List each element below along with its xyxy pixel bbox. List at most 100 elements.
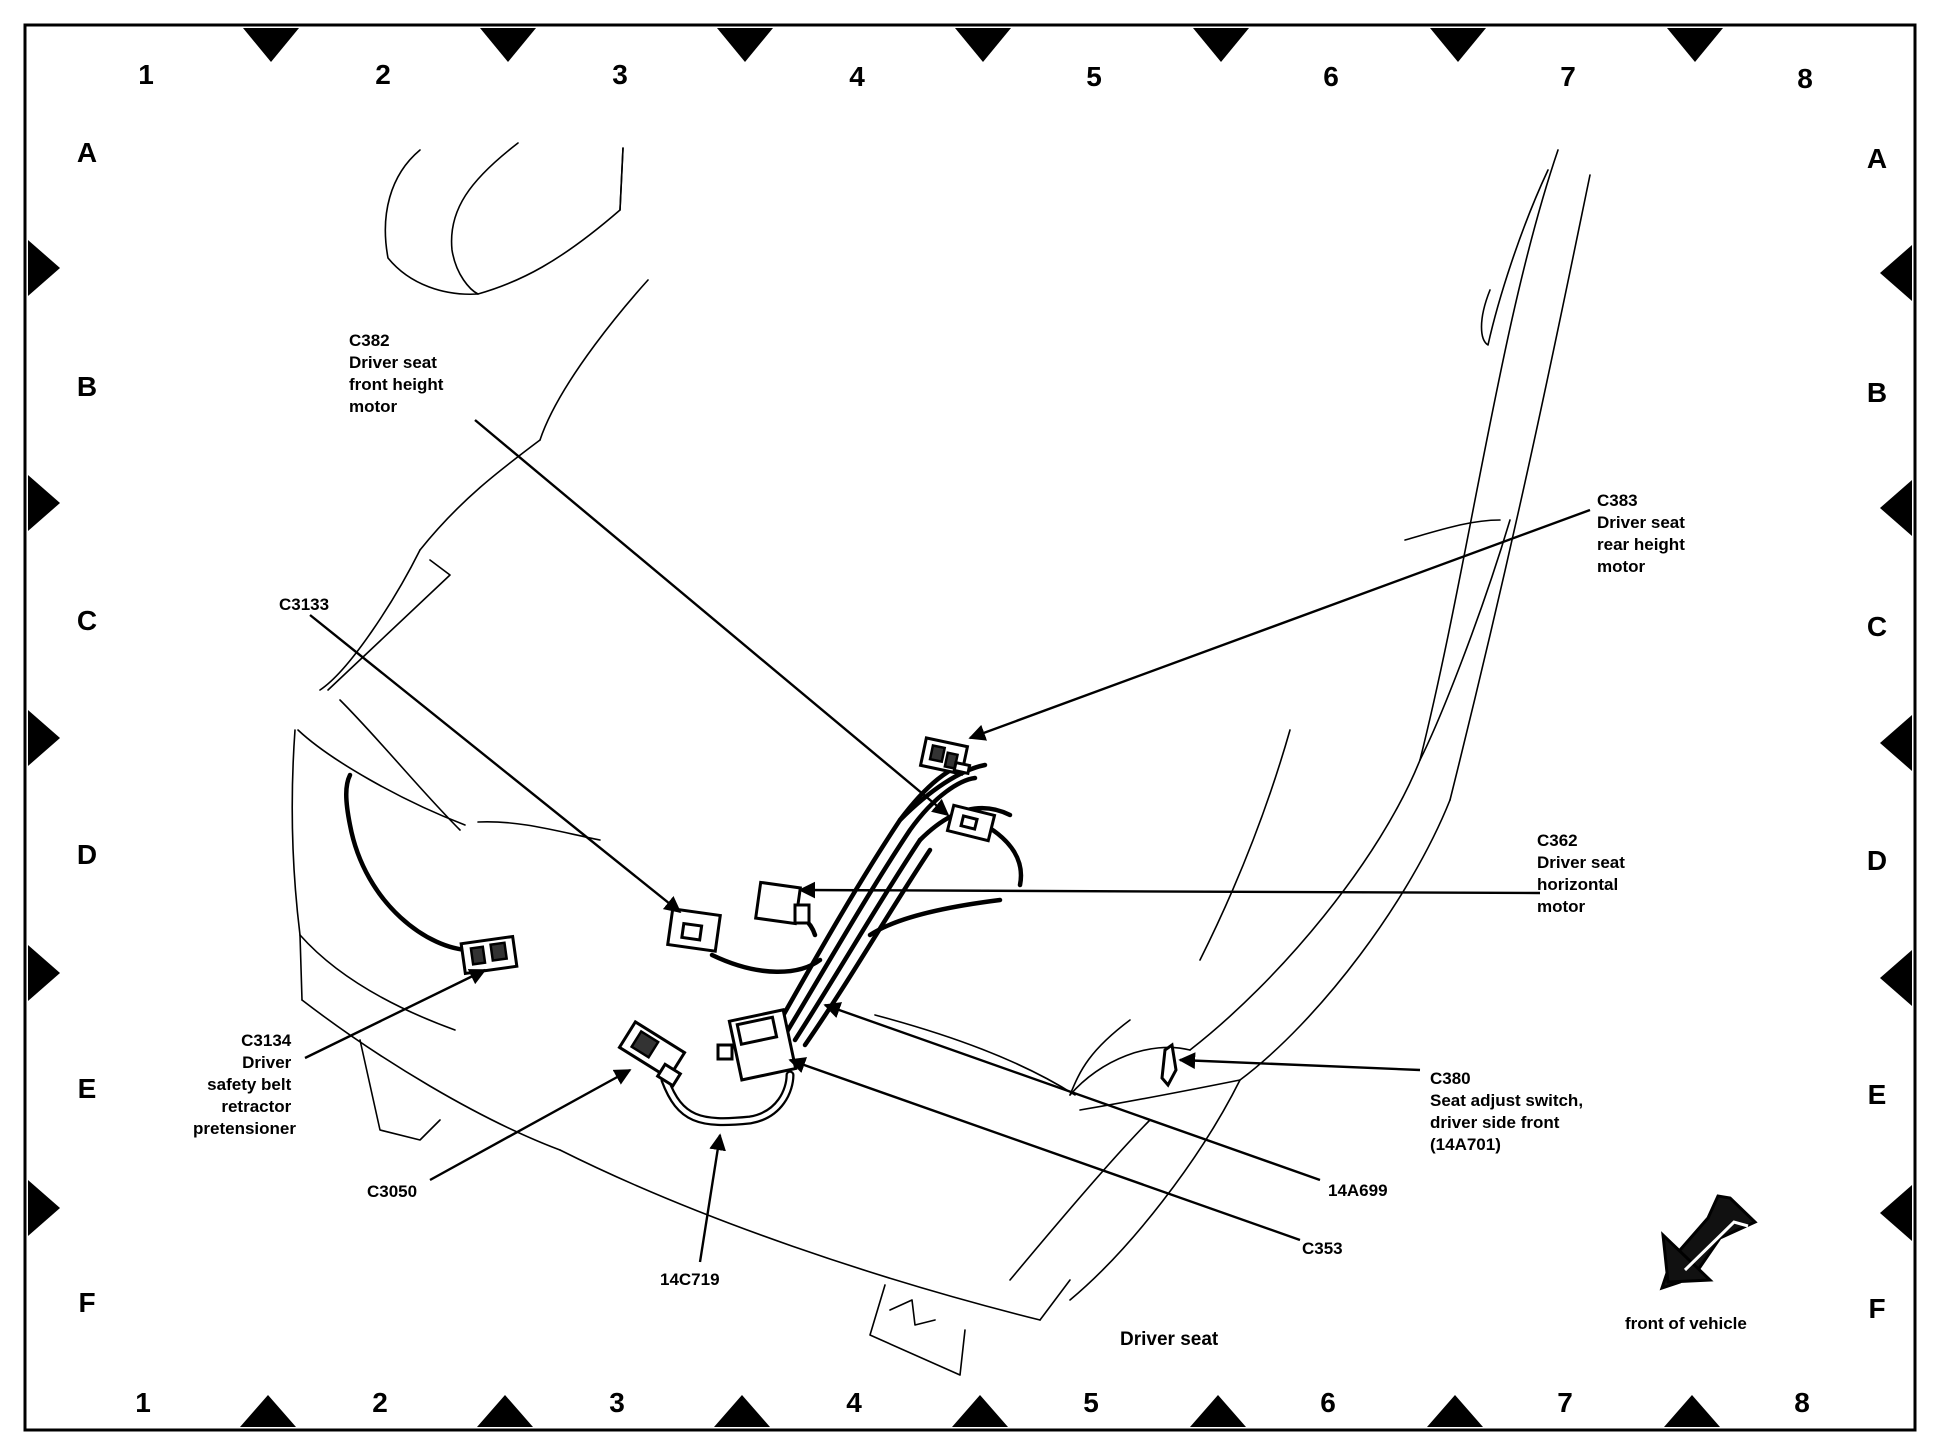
connector-c383	[918, 736, 972, 776]
left-zone-markers	[28, 240, 60, 1236]
callout-c3134: C3134 Driver safety belt retractor prete…	[193, 1031, 296, 1138]
row-label: C	[1867, 611, 1887, 642]
callout-line: C383	[1597, 491, 1638, 510]
callout-line: C362	[1537, 831, 1578, 850]
caption-driver-seat: Driver seat	[1120, 1329, 1219, 1350]
connector-c353	[716, 1008, 798, 1082]
row-label: F	[78, 1287, 95, 1318]
callout-line: motor	[349, 397, 398, 416]
col-label: 4	[849, 61, 865, 92]
row-label: A	[77, 137, 97, 168]
callout-line: motor	[1597, 557, 1646, 576]
callout-c382: C382 Driver seat front height motor	[349, 331, 448, 416]
leader-c3134	[304, 968, 487, 1060]
col-label: 6	[1320, 1387, 1336, 1418]
row-label: E	[1868, 1079, 1887, 1110]
callout-line: Driver	[242, 1053, 292, 1072]
callout-14c719: 14C719	[660, 1270, 720, 1289]
leader-14a699	[823, 1002, 1321, 1182]
callout-line: C382	[349, 331, 390, 350]
connector-c3133	[666, 907, 722, 953]
callout-c353: C353	[1302, 1239, 1343, 1258]
leader-lines	[304, 419, 1591, 1263]
callout-line: Driver seat	[1537, 853, 1625, 872]
left-row-labels: A B C D E F	[77, 137, 97, 1318]
leader-c362	[798, 881, 1541, 899]
callout-c383: C383 Driver seat rear height motor	[1597, 491, 1690, 576]
col-label: 4	[846, 1387, 862, 1418]
row-label: D	[1867, 845, 1887, 876]
callout-line: driver side front	[1430, 1113, 1560, 1132]
right-row-labels: A B C D E F	[1867, 143, 1887, 1324]
seat-cushion	[327, 559, 451, 691]
headrest	[384, 147, 624, 296]
connector-c362	[753, 880, 811, 926]
callout-line: motor	[1537, 897, 1586, 916]
callout-line: Driver seat	[349, 353, 437, 372]
callout-line: 14C719	[660, 1270, 720, 1289]
callout-c3050: C3050	[367, 1182, 417, 1201]
bottom-column-labels: 1 2 3 4 5 6 7 8	[135, 1387, 1810, 1418]
col-label: 8	[1794, 1387, 1810, 1418]
col-label: 7	[1560, 61, 1576, 92]
row-label: B	[1867, 377, 1887, 408]
seat-back-frame	[1419, 149, 1559, 761]
row-label: D	[77, 839, 97, 870]
leader-c382	[474, 419, 950, 817]
row-label: B	[77, 371, 97, 402]
callout-line: rear height	[1597, 535, 1685, 554]
callout-c380: C380 Seat adjust switch, driver side fro…	[1430, 1069, 1588, 1154]
row-label: C	[77, 605, 97, 636]
callout-line: C353	[1302, 1239, 1343, 1258]
callout-line: (14A701)	[1430, 1135, 1501, 1154]
seat-back	[539, 279, 649, 441]
callout-c3133: C3133	[279, 595, 329, 614]
callout-line: 14A699	[1328, 1181, 1388, 1200]
row-label: E	[78, 1073, 97, 1104]
col-label: 5	[1086, 61, 1102, 92]
leader-c380	[1178, 1052, 1421, 1072]
row-label: A	[1867, 143, 1887, 174]
leader-c353	[788, 1057, 1301, 1242]
callout-line: C3050	[367, 1182, 417, 1201]
callout-line: Seat adjust switch,	[1430, 1091, 1583, 1110]
callout-line: C380	[1430, 1069, 1471, 1088]
col-label: 3	[609, 1387, 625, 1418]
seat-switch	[1160, 1042, 1178, 1088]
leader-c3050	[429, 1068, 632, 1182]
leader-14c719	[698, 1133, 726, 1263]
right-zone-markers	[1880, 245, 1912, 1241]
col-label: 2	[372, 1387, 388, 1418]
col-label: 8	[1797, 63, 1813, 94]
col-label: 3	[612, 59, 628, 90]
connector-c3134	[459, 934, 519, 976]
callout-line: front height	[349, 375, 444, 394]
top-column-labels: 1 2 3 4 5 6 7 8	[138, 59, 1813, 94]
col-label: 7	[1557, 1387, 1573, 1418]
callout-c362: C362 Driver seat horizontal motor	[1537, 831, 1630, 916]
connector-c3050	[617, 1019, 687, 1088]
callout-line: Driver seat	[1597, 513, 1685, 532]
leader-c383	[968, 508, 1591, 741]
col-label: 1	[138, 59, 154, 90]
col-label: 2	[375, 59, 391, 90]
top-zone-markers	[243, 28, 1723, 62]
col-label: 5	[1083, 1387, 1099, 1418]
callout-line: C3134	[241, 1031, 292, 1050]
front-arrow-icon	[1659, 1194, 1758, 1291]
seat-outline	[291, 142, 1591, 1376]
connector-c382	[945, 803, 997, 843]
bottom-zone-markers	[240, 1395, 1720, 1427]
row-label: F	[1868, 1293, 1885, 1324]
leader-c3133	[309, 614, 682, 914]
diagram-frame	[23, 23, 1917, 1432]
caption-front-of-vehicle: front of vehicle	[1625, 1314, 1747, 1333]
col-label: 6	[1323, 61, 1339, 92]
callout-line: safety belt	[207, 1075, 291, 1094]
callout-line: C3133	[279, 595, 329, 614]
connectors	[459, 736, 997, 1088]
callout-line: retractor	[221, 1097, 291, 1116]
callout-line: horizontal	[1537, 875, 1618, 894]
callout-line: pretensioner	[193, 1119, 296, 1138]
